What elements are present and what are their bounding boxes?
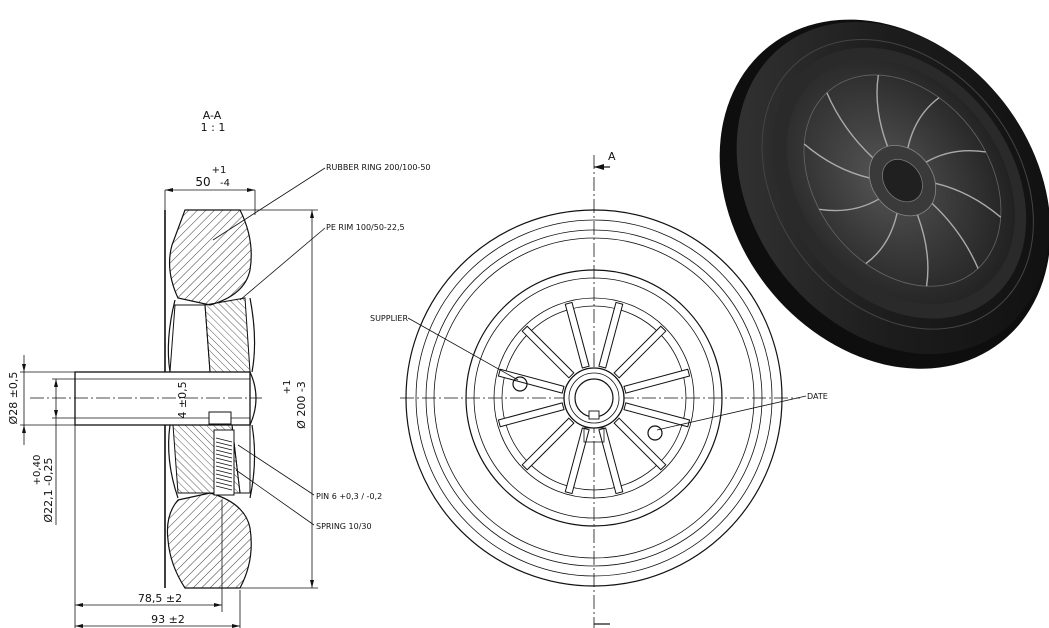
- render-spoke: [931, 202, 979, 269]
- tire-outer-circle: [405, 209, 783, 587]
- section-callouts: RUBBER RING 200/100-50 PE RIM 100/50-22,…: [212, 163, 431, 531]
- length-dimensions: 78,5 ±2 93 ±2: [74, 425, 241, 628]
- tire-lower-section: [166, 492, 252, 589]
- rubber-ring-callout: RUBBER RING 200/100-50: [326, 163, 431, 172]
- render-spoke: [876, 74, 889, 147]
- section-scale: 1 : 1: [201, 121, 226, 134]
- spoke: [598, 427, 624, 495]
- width-tolerance-upper: +1: [212, 165, 227, 176]
- render-spoke: [935, 182, 1002, 218]
- length-78-label: 78,5 ±2: [138, 592, 182, 605]
- date-callout: DATE: [807, 392, 828, 401]
- section-view: A-A 1 : 1 +1 50 -4: [7, 109, 431, 628]
- shaft: [74, 371, 257, 426]
- render-spoke: [925, 149, 986, 163]
- inner-offset-dimension: 4 ±0,5: [176, 381, 189, 418]
- spoke: [613, 417, 667, 471]
- view-marker-label: A: [608, 150, 616, 163]
- supplier-mark: [512, 376, 528, 392]
- render-spoke: [916, 214, 929, 287]
- spoke: [623, 402, 691, 428]
- bore-diameter-dimension: +0,40 Ø22,1 -0,25: [32, 378, 75, 525]
- render-spoke: [803, 143, 870, 179]
- view-marker: A: [594, 150, 616, 625]
- tire-upper-section: [168, 209, 252, 306]
- render-spoke: [907, 97, 940, 149]
- spoke: [564, 301, 590, 369]
- render-spoke: [826, 92, 874, 159]
- spoke: [564, 427, 590, 495]
- bore-diameter-label: Ø22,1 -0,25: [42, 457, 55, 522]
- spoke: [598, 301, 624, 369]
- render-spoke: [865, 213, 898, 265]
- rim-section: [204, 297, 251, 373]
- render-spoke: [819, 198, 880, 212]
- width-tolerance-lower: -4: [220, 178, 230, 189]
- spring-callout: SPRING 10/30: [316, 522, 372, 531]
- spoke: [521, 417, 575, 471]
- outer-diameter-dimension: +1 Ø 200 -3: [240, 209, 318, 589]
- pe-rim-callout: PE RIM 100/50-22,5: [326, 223, 405, 232]
- shaft-diameter-dimension: Ø28 ±0,5: [7, 355, 75, 445]
- date-mark: [647, 425, 663, 441]
- outer-tolerance-upper: +1: [282, 380, 293, 395]
- supplier-callout: SUPPLIER: [370, 314, 408, 323]
- spoke: [521, 325, 575, 379]
- spoke: [497, 402, 565, 428]
- rim-spokes: [497, 301, 691, 495]
- wheel-3d-render: [719, 19, 1049, 369]
- section-title: A-A: [203, 109, 222, 122]
- spoke: [497, 368, 565, 394]
- width-dimension: +1 50 -4: [164, 165, 256, 215]
- spoke: [623, 368, 691, 394]
- bore-tolerance-upper: +0,40: [32, 455, 43, 486]
- front-view: A SUPPLIER DATE: [370, 150, 828, 628]
- shaft-diameter-label: Ø28 ±0,5: [7, 372, 20, 425]
- pin-and-spring: [208, 411, 235, 496]
- length-93-label: 93 ±2: [151, 613, 185, 626]
- pin-callout: PIN 6 +0,3 / -0,2: [316, 492, 382, 501]
- outer-diameter-label: Ø 200 -3: [295, 381, 308, 429]
- width-value: 50: [195, 175, 210, 189]
- rim-outer-circle: [465, 269, 723, 527]
- spoke: [613, 325, 667, 379]
